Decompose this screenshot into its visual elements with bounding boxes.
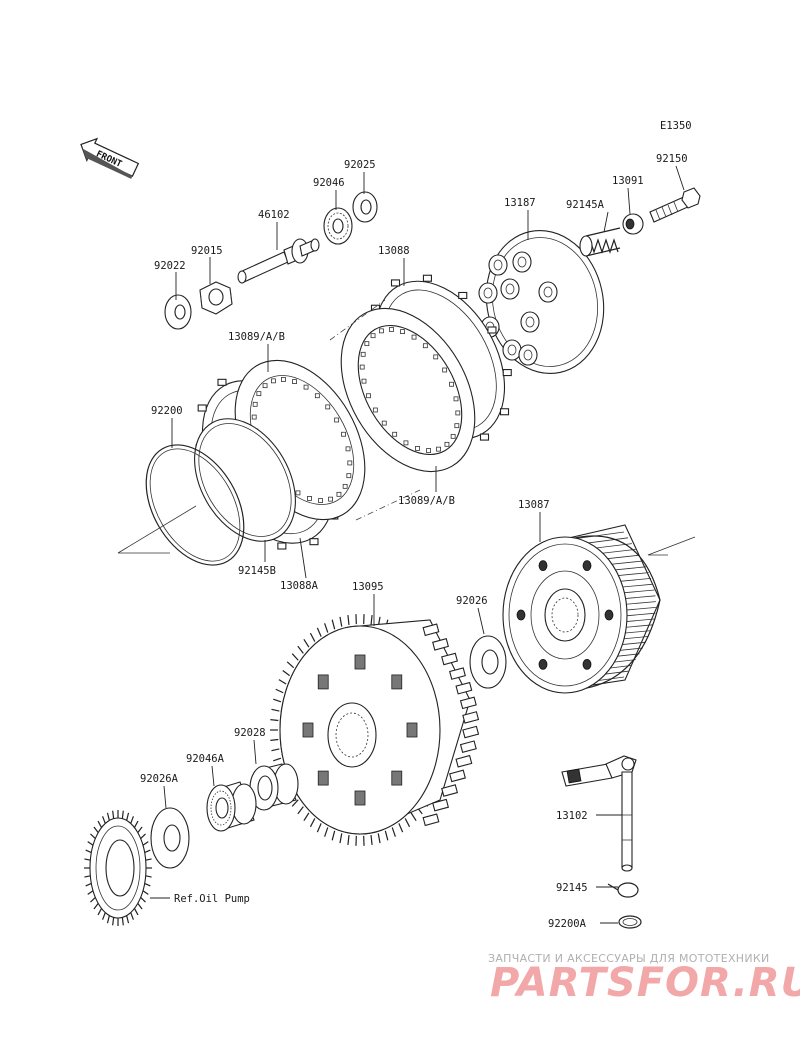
label-92026A: 92026A	[140, 773, 179, 785]
label-13091: 13091	[612, 175, 644, 187]
clutch-hub-13087	[502, 524, 661, 694]
label-92145B: 92145B	[238, 565, 276, 577]
label-92145A: 92145A	[566, 199, 605, 211]
thrust-washer-92026A	[150, 807, 190, 869]
label-13102: 13102	[556, 810, 588, 822]
label-92026: 92026	[456, 595, 488, 607]
watermark-logo: PARTSFOR.RU	[490, 960, 800, 1006]
circlip-92200A	[618, 915, 642, 929]
front-arrow-icon: FRONT	[80, 137, 140, 179]
label-92145: 92145	[556, 882, 588, 894]
bolt-92150	[649, 187, 701, 223]
label-92028: 92028	[234, 727, 266, 739]
watermark-subtitle: ЗАПЧАСТИ И АКСЕССУАРЫ ДЛЯ МОТОТЕХНИКИ	[488, 952, 770, 965]
label-13088A: 13088A	[280, 580, 319, 592]
return-spring-92145	[607, 882, 639, 898]
part-labels: 92022 92015 46102 92046 92025 13187 9214…	[140, 153, 688, 930]
oil-pump-gear	[84, 810, 152, 926]
thrust-washer-92026	[469, 635, 507, 689]
label-92025: 92025	[344, 159, 376, 171]
label-92200A: 92200A	[548, 918, 587, 930]
spring-holder-13091	[622, 213, 644, 235]
label-13088: 13088	[378, 245, 410, 257]
clutch-housing-13095	[270, 614, 480, 846]
thrust-bearing-92046	[323, 207, 353, 245]
leader-lines	[150, 165, 685, 924]
label-92150: 92150	[656, 153, 688, 165]
pressure-plate-13187	[478, 229, 605, 375]
label-92200: 92200	[151, 405, 183, 417]
nut-92015	[199, 281, 233, 315]
label-92046: 92046	[313, 177, 345, 189]
sleeve-92028	[249, 763, 299, 811]
clutch-spring-92145A	[579, 227, 621, 257]
watermark: ЗАПЧАСТИ И АКСЕССУАРЫ ДЛЯ МОТОТЕХНИКИ PA…	[488, 952, 800, 1006]
ref-code: E1350	[660, 120, 692, 132]
label-92015: 92015	[191, 245, 223, 257]
spring-ring-92145B	[194, 418, 296, 542]
label-13095: 13095	[352, 581, 384, 593]
needle-bearing-92046A	[206, 781, 257, 832]
label-13087: 13087	[518, 499, 550, 511]
label-13089-lower: 13089/A/B	[398, 495, 455, 507]
label-92022: 92022	[154, 260, 186, 272]
ref-oil-pump-note: Ref.Oil Pump	[174, 893, 250, 905]
pushrod-46102	[237, 238, 320, 284]
release-shaft-13102	[561, 755, 637, 872]
washer-92022	[164, 294, 192, 330]
label-46102: 46102	[258, 209, 290, 221]
label-92046A: 92046A	[186, 753, 225, 765]
label-13187: 13187	[504, 197, 536, 209]
circlip-92200	[145, 444, 245, 566]
steel-plate-13089-upper	[340, 307, 476, 473]
washer-92025	[352, 191, 378, 223]
label-13089-upper: 13089/A/B	[228, 331, 285, 343]
